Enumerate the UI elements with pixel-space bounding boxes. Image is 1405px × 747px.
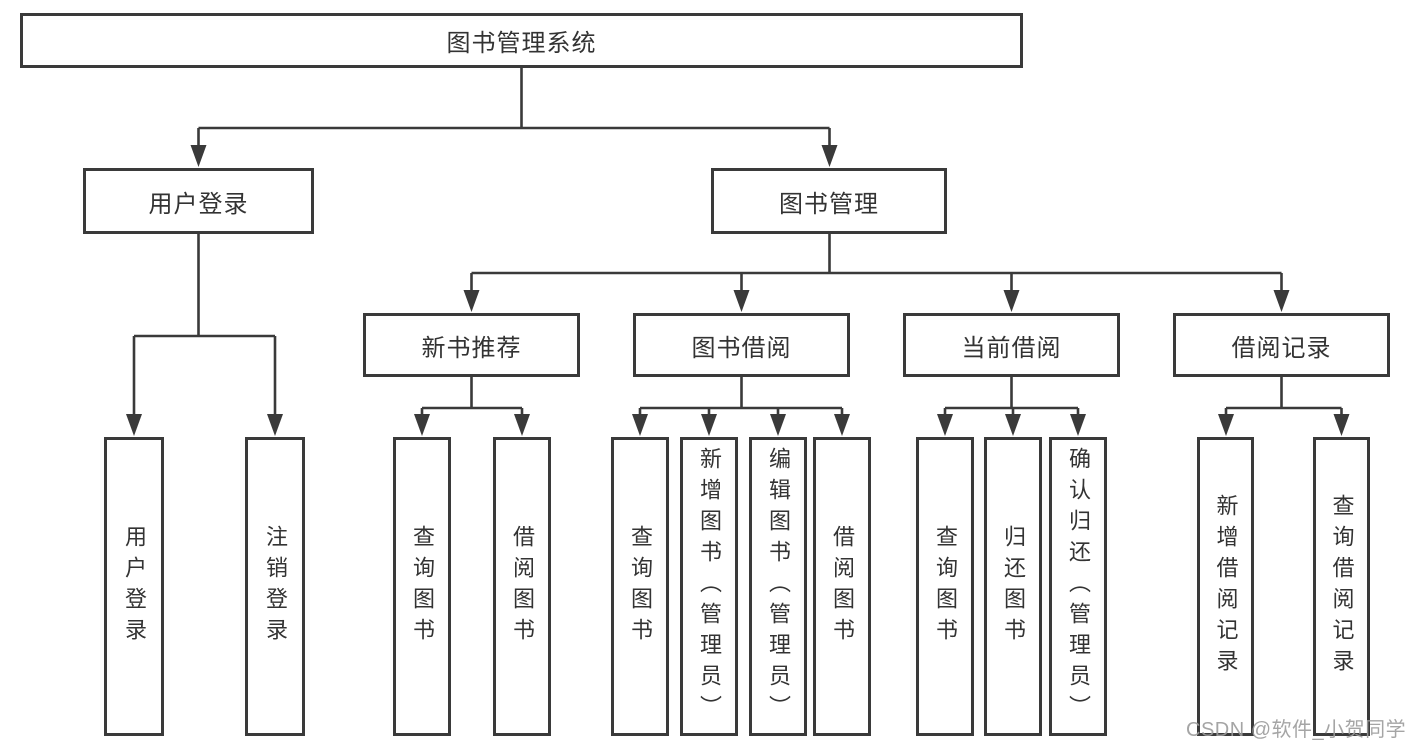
node-borrowing-records-label: 借阅记录	[1231, 334, 1332, 362]
node-book-management-label: 图书管理	[779, 190, 879, 218]
leaf-borrow-edit-books-admin-label: 编辑图书（管理员）	[766, 447, 791, 726]
leaf-current-query-books-label: 查询图书	[933, 524, 958, 649]
node-root: 图书管理系统	[20, 13, 1023, 68]
leaf-borrow-query-books: 查询图书	[611, 437, 669, 736]
leaf-current-confirm-return-admin-label: 确认归还（管理员）	[1066, 447, 1091, 726]
leaf-recommend-query-books-label: 查询图书	[410, 524, 435, 649]
arrowhead-icons	[126, 145, 1350, 436]
leaf-recommend-query-books: 查询图书	[393, 437, 451, 736]
node-borrowing-records: 借阅记录	[1173, 313, 1390, 377]
node-root-label: 图书管理系统	[446, 30, 597, 57]
node-user-login: 用户登录	[83, 168, 314, 234]
node-new-book-recommendation-label: 新书推荐	[421, 334, 522, 362]
leaf-borrow-query-books-label: 查询图书	[628, 524, 653, 649]
csdn-watermark: CSDN @软件_小贺同学	[1186, 719, 1405, 741]
leaf-records-query-record-label: 查询借阅记录	[1329, 493, 1355, 680]
leaf-borrow-add-books-admin: 新增图书（管理员）	[680, 437, 738, 736]
leaf-current-return-books-label: 归还图书	[1001, 524, 1026, 649]
node-current-borrowing-label: 当前借阅	[961, 334, 1062, 362]
leaf-records-add-record-label: 新增借阅记录	[1213, 493, 1239, 680]
node-book-management: 图书管理	[711, 168, 947, 234]
leaf-borrow-borrow-books-label: 借阅图书	[830, 524, 855, 649]
leaf-borrow-add-books-admin-label: 新增图书（管理员）	[697, 447, 722, 726]
leaf-recommend-borrow-books: 借阅图书	[493, 437, 551, 736]
node-user-login-label: 用户登录	[148, 190, 249, 218]
leaf-current-query-books: 查询图书	[916, 437, 974, 736]
leaf-records-query-record: 查询借阅记录	[1313, 437, 1370, 736]
leaf-borrow-edit-books-admin: 编辑图书（管理员）	[749, 437, 807, 736]
connector-paths	[132, 66, 1343, 420]
leaf-user-login: 用户登录	[104, 437, 164, 736]
leaf-logout-label: 注销登录	[263, 524, 288, 649]
leaf-records-add-record: 新增借阅记录	[1197, 437, 1254, 736]
node-new-book-recommendation: 新书推荐	[363, 313, 580, 377]
leaf-recommend-borrow-books-label: 借阅图书	[510, 524, 535, 649]
node-book-borrowing: 图书借阅	[633, 313, 850, 377]
leaf-user-login-label: 用户登录	[122, 524, 147, 649]
node-current-borrowing: 当前借阅	[903, 313, 1120, 377]
leaf-logout: 注销登录	[245, 437, 305, 736]
leaf-current-return-books: 归还图书	[984, 437, 1042, 736]
leaf-current-confirm-return-admin: 确认归还（管理员）	[1049, 437, 1107, 736]
node-book-borrowing-label: 图书借阅	[691, 334, 792, 362]
leaf-borrow-borrow-books: 借阅图书	[813, 437, 871, 736]
